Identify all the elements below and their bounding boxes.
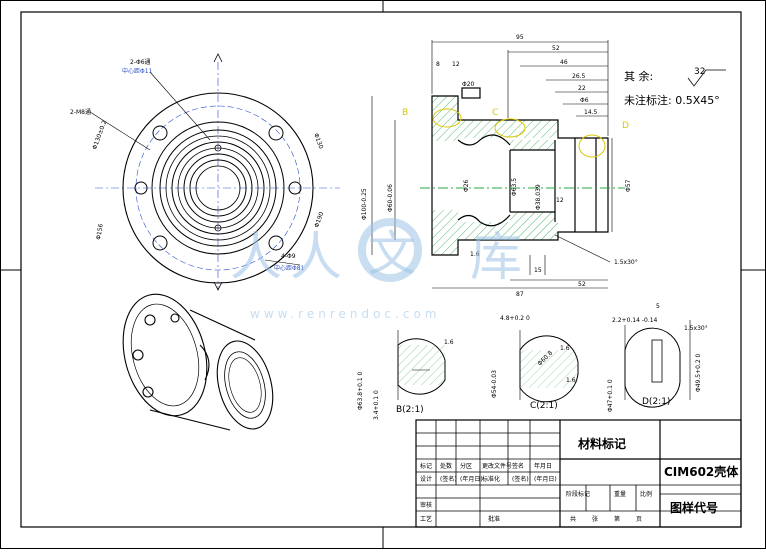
watermark-char-4: 库 xyxy=(470,228,522,288)
front-label-bolt-holes: 4-Φ9 xyxy=(281,253,296,260)
detail-b-dim-b: 3.4+0.1 0 xyxy=(373,390,380,420)
title-header-date: 年月日 xyxy=(534,462,552,470)
title-sheet-total-label: 共 xyxy=(570,515,576,523)
detail-d-label: D(2:1) xyxy=(642,397,670,407)
dim-length-87: 87 xyxy=(516,291,524,298)
title-approve: 批准 xyxy=(488,515,500,523)
detail-d-dim-b: 5 xyxy=(656,303,660,310)
title-header-mark: 标记 xyxy=(420,462,432,470)
dim-length-22: 22 xyxy=(578,85,586,92)
detail-c-dim-c: Φ54-0.03 xyxy=(491,370,498,398)
dim-length-95: 95 xyxy=(516,34,524,41)
watermark-char-1: 人 xyxy=(230,228,282,288)
detail-c-dim-e: 1.6 xyxy=(566,377,576,384)
title-weight: 重量 xyxy=(614,490,626,498)
title-part-name: CIM602壳体 xyxy=(664,464,739,479)
title-header-change-doc: 更改文件号 xyxy=(482,462,512,470)
title-standard-date: (年月日) xyxy=(534,475,557,483)
front-label-dia-c: Φ156 xyxy=(95,223,105,240)
front-label-holes-a: 2-Φ6通 xyxy=(130,58,151,66)
title-material-mark: 材料标记 xyxy=(577,436,626,451)
dim-dia-60: Φ60-0.06 xyxy=(387,184,394,212)
title-review: 审核 xyxy=(420,501,432,509)
title-design-sign: (签名) xyxy=(440,475,457,483)
dim-dia-63-5: Φ63.5 xyxy=(511,178,518,196)
dim-dia-100: Φ100-0.25 xyxy=(361,188,368,220)
detail-d-dim-d: Φ47+0.1 0 xyxy=(607,379,614,412)
title-standard-label: 标准化 xyxy=(482,475,500,483)
dim-length-15: 15 xyxy=(534,267,542,274)
front-view xyxy=(89,53,340,291)
dim-length-52-b: 52 xyxy=(578,281,586,288)
watermark: 人 人 文 库 www.renrendoc.com xyxy=(230,218,522,321)
detail-c-dim-b: 1.6 xyxy=(560,345,570,352)
title-drawing-code: 图样代号 xyxy=(670,500,718,515)
title-craft: 工艺 xyxy=(420,515,432,523)
detail-b-label: B(2:1) xyxy=(396,405,424,415)
callout-c: C xyxy=(492,108,498,118)
remark-roughness-value: 32 xyxy=(694,67,705,77)
watermark-char-2: 人 xyxy=(290,228,342,288)
dim-hole-6: Φ6 xyxy=(580,97,589,104)
title-standard-sign: (签名) xyxy=(512,475,529,483)
remark-rest-label: 其 余: xyxy=(624,69,653,83)
title-block xyxy=(415,419,742,528)
dim-roughness-1-6: 1.6 xyxy=(470,251,480,258)
section-view xyxy=(371,40,625,289)
dim-dia-38: Φ38.039 xyxy=(535,184,542,210)
title-design-date: (年月日) xyxy=(460,475,483,483)
dim-dia-57: Φ57 xyxy=(625,179,632,192)
dim-length-46: 46 xyxy=(560,59,568,66)
dim-length-14-5: 14.5 xyxy=(584,109,598,116)
title-scale: 比例 xyxy=(640,490,652,498)
title-header-zone: 分区 xyxy=(460,462,472,470)
callout-d: D xyxy=(622,121,629,131)
dim-hole-20: Φ20 xyxy=(462,81,475,88)
title-header-sign: 签名 xyxy=(512,462,524,470)
watermark-url: www.renrendoc.com xyxy=(250,307,440,321)
title-sheet-total-unit: 张 xyxy=(592,515,598,523)
dim-length-12-b: 12 xyxy=(556,197,564,204)
dim-dia-26: Φ26 xyxy=(463,179,470,192)
detail-b-dim-a: 1.6 xyxy=(444,339,454,346)
title-sheet-num-unit: 页 xyxy=(636,516,642,523)
title-sheet-num-label: 第 xyxy=(614,515,620,523)
dim-length-26-5: 26.5 xyxy=(572,73,586,80)
title-stage-mark: 阶段标记 xyxy=(566,490,590,498)
front-label-thread: 2-M8通 xyxy=(70,108,91,116)
detail-d-dim-e: Φ49.5+0.2 0 xyxy=(695,353,702,392)
callout-b: B xyxy=(402,108,408,118)
detail-d-dim-a: 2.2+0.14 -0.14 xyxy=(612,317,658,324)
front-label-bolt-pcd: 中心距Φ81 xyxy=(274,264,305,272)
dim-chamfer-a: 1.5x30° xyxy=(614,259,638,266)
detail-c-label: C(2:1) xyxy=(530,401,558,411)
front-label-holes-b: 中心距Φ11 xyxy=(122,67,153,75)
detail-b-dim-c: Φ63.8+0.1 0 xyxy=(357,371,364,410)
title-design-label: 设计 xyxy=(420,475,432,483)
roughness-symbol xyxy=(687,69,726,87)
detail-c-dim-a: 4.8+0.2 0 xyxy=(500,315,530,322)
detail-d-dim-c: 1.5x30° xyxy=(684,325,708,332)
isometric-view xyxy=(122,293,274,431)
title-header-count: 处数 xyxy=(440,462,452,470)
watermark-char-3: 文 xyxy=(368,226,416,282)
dim-length-52: 52 xyxy=(552,45,560,52)
dim-length-12: 12 xyxy=(452,61,460,68)
detail-views xyxy=(397,320,691,408)
dim-length-8: 8 xyxy=(436,61,440,68)
remark-chamfer-note: 未注标注: 0.5X45° xyxy=(624,93,720,107)
